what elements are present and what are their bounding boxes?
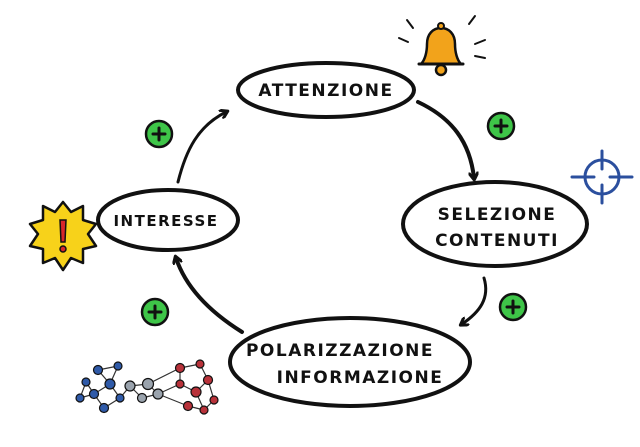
- plus-circle-icon: [144, 119, 174, 149]
- arrow-interesse-to-attenzione: [176, 112, 226, 184]
- node-selezione-label-line2: CONTENUTI: [435, 231, 559, 251]
- node-polarizzazione-label-line1: POLARIZZAZIONE: [246, 341, 434, 361]
- target-crosshair-icon: [570, 149, 634, 205]
- network-graph-icon: [75, 359, 219, 415]
- plus-circle-icon: [140, 297, 170, 327]
- plus-circle-icon: [498, 292, 528, 322]
- node-polarizzazione-informazione: POLARIZZAZIONE INFORMAZIONE: [228, 316, 472, 408]
- node-attenzione-label: ATTENZIONE: [258, 81, 393, 101]
- arrow-attenzione-to-selezione: [416, 100, 474, 178]
- arrow-polarizzazione-to-interesse: [176, 258, 244, 334]
- node-polarizzazione-label-line2: INFORMAZIONE: [277, 368, 444, 388]
- bell-icon: [398, 15, 486, 77]
- plus-circle-icon: [486, 111, 516, 141]
- arrow-selezione-to-polarizzazione: [462, 276, 488, 324]
- node-attenzione: ATTENZIONE: [236, 61, 416, 119]
- warning-burst-icon: [28, 200, 98, 272]
- node-interesse-label: INTERESSE: [113, 212, 218, 230]
- node-selezione-contenuti: SELEZIONE CONTENUTI: [401, 180, 589, 268]
- node-selezione-label-line1: SELEZIONE: [438, 205, 557, 225]
- node-interesse: INTERESSE: [96, 188, 240, 252]
